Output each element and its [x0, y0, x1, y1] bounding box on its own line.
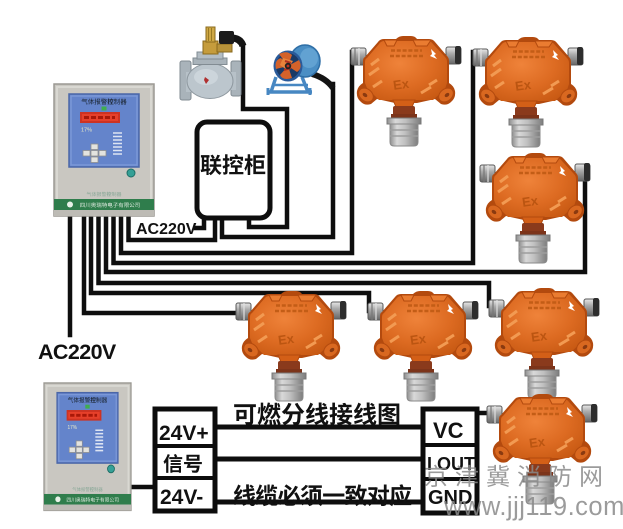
svg-text:24V-: 24V- — [160, 486, 203, 509]
svg-text:24V+: 24V+ — [159, 422, 209, 445]
svg-text:VC: VC — [433, 418, 464, 443]
svg-text:GND: GND — [428, 487, 472, 509]
svg-text:AC220V: AC220V — [136, 221, 197, 238]
svg-text:www.jjj119.com: www.jjj119.com — [443, 493, 623, 521]
svg-text:AC220V: AC220V — [38, 340, 117, 364]
